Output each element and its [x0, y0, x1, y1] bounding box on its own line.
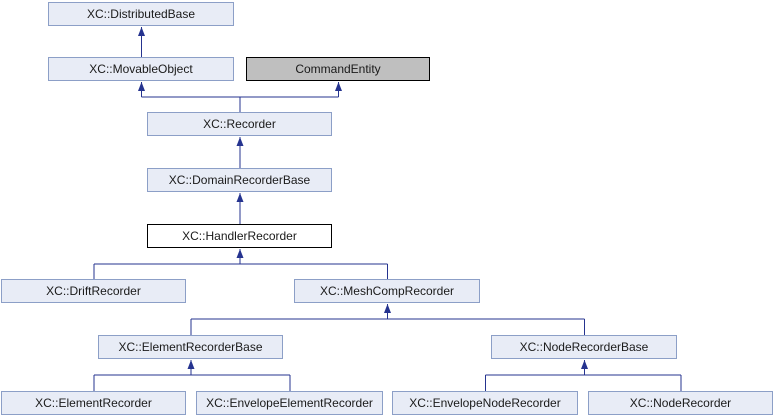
node-node-recorder-base[interactable]: XC::NodeRecorderBase	[491, 335, 677, 359]
arrowhead-to-command_entity	[335, 82, 342, 91]
node-mesh-comp-recorder[interactable]: XC::MeshCompRecorder	[294, 279, 480, 303]
arrowhead-to-distributed_base	[138, 27, 145, 36]
node-recorder[interactable]: XC::Recorder	[147, 112, 332, 136]
node-element-recorder-base[interactable]: XC::ElementRecorderBase	[98, 335, 283, 359]
node-movable-object[interactable]: XC::MovableObject	[48, 57, 234, 81]
arrowhead-to-domain_recorder_base	[236, 193, 244, 202]
node-handler-recorder: XC::HandlerRecorder	[147, 224, 332, 248]
node-element-recorder[interactable]: XC::ElementRecorder	[1, 391, 186, 415]
arrowhead-to-recorder	[236, 137, 244, 146]
node-domain-recorder-base[interactable]: XC::DomainRecorderBase	[147, 168, 332, 192]
node-distributed-base[interactable]: XC::DistributedBase	[48, 2, 234, 26]
node-node-recorder[interactable]: XC::NodeRecorder	[588, 391, 773, 415]
node-command-entity: CommandEntity	[246, 57, 430, 81]
node-drift-recorder[interactable]: XC::DriftRecorder	[1, 279, 186, 303]
node-envelope-node-recorder[interactable]: XC::EnvelopeNodeRecorder	[392, 391, 578, 415]
arrowhead-to-movable_object	[138, 82, 145, 91]
node-envelope-element-recorder[interactable]: XC::EnvelopeElementRecorder	[196, 391, 383, 415]
